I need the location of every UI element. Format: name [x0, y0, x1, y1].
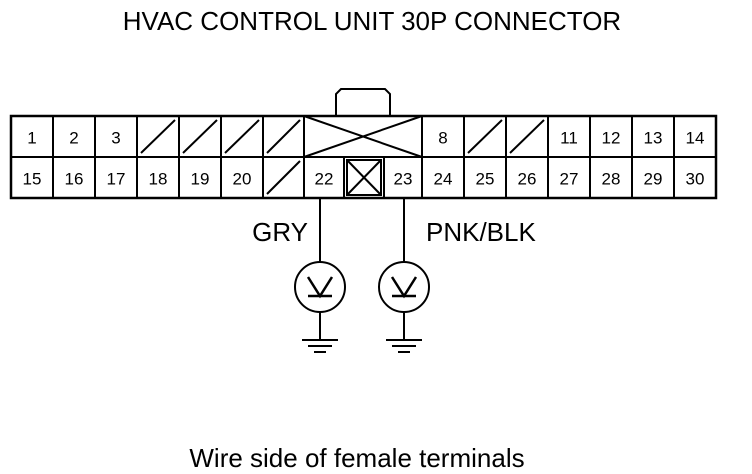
bottom-row-terminal-label: 28 — [602, 170, 621, 189]
bottom-row-terminal-label: 29 — [644, 170, 663, 189]
bottom-row-cell: 29 — [631, 157, 663, 198]
ground-icon — [302, 339, 338, 353]
top-row-cell — [178, 116, 218, 157]
bottom-row-cell — [343, 157, 382, 198]
bottom-row-terminal-label: 24 — [434, 170, 453, 189]
bottom-row-cell: 16 — [52, 157, 84, 198]
bottom-row-cell: 24 — [421, 157, 453, 198]
top-row-terminal-label: 11 — [560, 129, 578, 148]
top-row-cell — [220, 116, 260, 157]
top-row-cell: 8 — [421, 116, 448, 157]
bottom-row-cell: 19 — [178, 157, 210, 198]
top-row-cell: 12 — [589, 116, 621, 157]
bottom-row-terminal-label: 25 — [476, 170, 495, 189]
bottom-row-cell — [262, 157, 301, 198]
wire-22: GRY — [252, 198, 346, 353]
bottom-row-cell: 20 — [220, 157, 252, 198]
bottom-row-cell: 25 — [463, 157, 495, 198]
bottom-row-terminal-label: 20 — [233, 170, 252, 189]
bottom-row-cell: 27 — [547, 157, 579, 198]
bottom-row-terminal-label: 23 — [394, 170, 413, 189]
top-row-terminal-label: 13 — [644, 129, 663, 148]
bottom-row-cell: 22 — [303, 157, 334, 198]
bottom-row-cell: 30 — [673, 157, 705, 198]
top-row-terminal-label: 1 — [27, 129, 36, 148]
bottom-row-cell: 15 — [23, 170, 42, 189]
wire-22-color-label: GRY — [252, 217, 308, 247]
connector-latch — [304, 88, 422, 117]
ground-icon — [386, 339, 422, 353]
top-row-terminal-label: 2 — [69, 129, 78, 148]
bottom-row-terminal-label: 30 — [686, 170, 705, 189]
bottom-row-terminal-label: 18 — [149, 170, 168, 189]
connector-body — [9, 114, 718, 200]
top-row-cell — [136, 116, 176, 157]
top-row-cell — [303, 115, 423, 158]
top-row-cell — [262, 116, 301, 157]
bottom-row-terminal-label: 22 — [315, 170, 334, 189]
top-row-cell — [463, 116, 503, 157]
top-row-terminal-label: 12 — [602, 129, 621, 148]
top-row-cell: 2 — [52, 116, 79, 157]
bottom-row-terminal-label: 15 — [23, 170, 42, 189]
bottom-row-cell: 18 — [136, 157, 168, 198]
diagram-title: HVAC CONTROL UNIT 30P CONNECTOR — [123, 6, 621, 36]
bottom-row-terminal-label: 19 — [191, 170, 210, 189]
bottom-row-cell: 26 — [505, 157, 537, 198]
top-row-cell: 14 — [673, 116, 705, 157]
bottom-row-cell: 28 — [589, 157, 621, 198]
bottom-row-cell: 23 — [383, 157, 413, 198]
voltmeter-icon — [378, 261, 430, 313]
wire-23-color-label: PNK/BLK — [426, 217, 536, 247]
top-row-cell: 3 — [94, 116, 121, 157]
top-row-terminal-label: 8 — [438, 129, 447, 148]
bottom-row-terminal-label: 16 — [65, 170, 84, 189]
top-row-cell: 11 — [547, 116, 578, 157]
top-row-terminal-label: 14 — [686, 129, 705, 148]
top-row-cell: 1 — [27, 129, 36, 148]
bottom-row-terminal-label: 27 — [560, 170, 579, 189]
wire-23: PNK/BLK — [378, 198, 536, 353]
bottom-row-cells: 15 16 17 18 19 20 22 23 24 25 26 27 28 29 30 — [23, 157, 705, 198]
bottom-row-terminal-label: 26 — [518, 170, 537, 189]
bottom-row-cell: 17 — [94, 157, 126, 198]
top-row-cell — [505, 116, 545, 157]
diagram-caption: Wire side of female terminals — [189, 443, 524, 473]
bottom-row-terminal-label: 17 — [107, 170, 126, 189]
top-row-cell: 13 — [631, 116, 663, 157]
top-row-terminal-label: 3 — [111, 129, 120, 148]
voltmeter-icon — [294, 261, 346, 313]
